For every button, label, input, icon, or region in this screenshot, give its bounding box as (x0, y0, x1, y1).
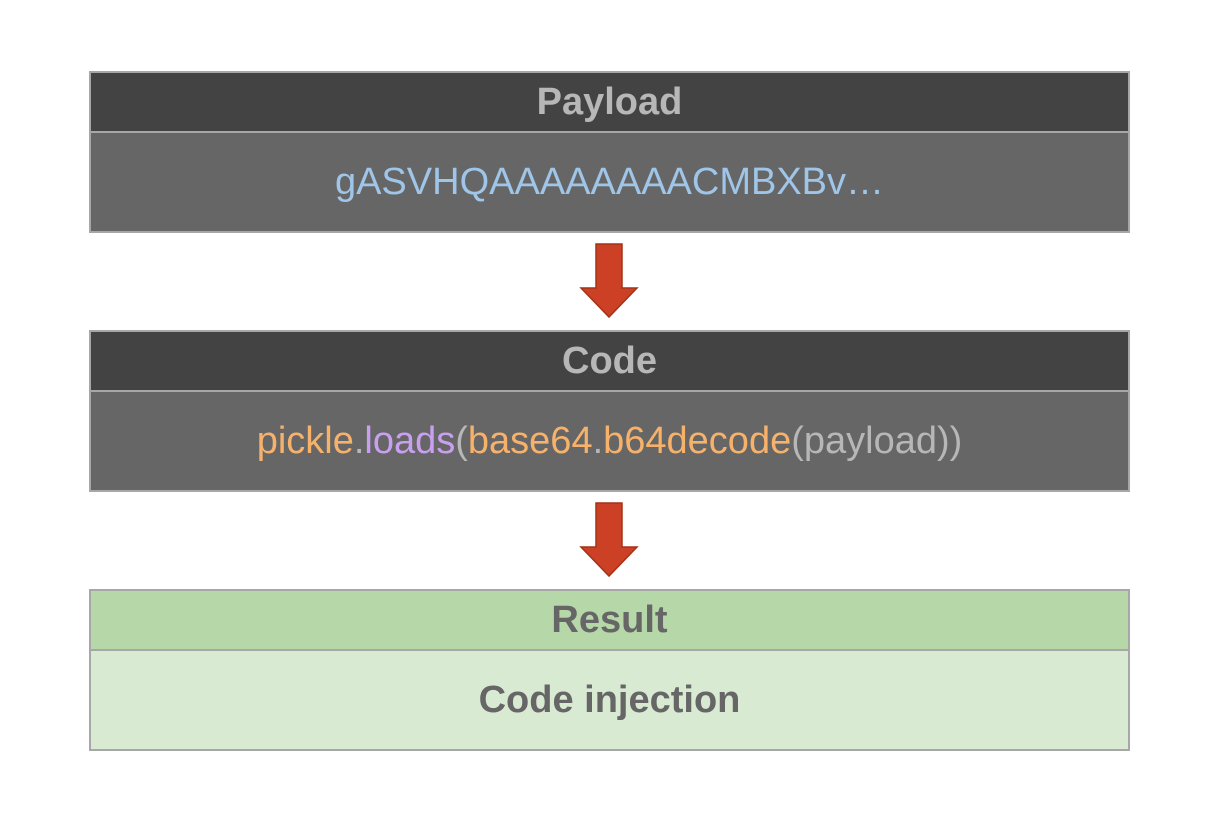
payload-header: Payload (89, 71, 1130, 133)
payload-body: gASVHQAAAAAAAACMBXBv… (89, 131, 1130, 233)
payload-title: Payload (536, 80, 683, 123)
result-value: Code injection (478, 678, 741, 721)
code-token-dot: . (592, 419, 604, 462)
arrow-down-icon (579, 502, 639, 578)
result-header: Result (89, 589, 1130, 651)
code-token-dot: . (353, 419, 365, 462)
code-token-paren-open: ( (791, 419, 804, 462)
code-token-arg-payload: payload (803, 419, 937, 462)
code-token-module-base64: base64 (467, 419, 593, 462)
payload-value: gASVHQAAAAAAAACMBXBv… (334, 160, 885, 203)
code-block: Code pickle.loads(base64.b64decode(paylo… (89, 330, 1130, 492)
code-body: pickle.loads(base64.b64decode(payload)) (89, 390, 1130, 492)
code-title: Code (562, 339, 657, 382)
code-token-module-pickle: pickle (256, 419, 354, 462)
code-token-paren-close: )) (937, 419, 963, 462)
code-token-function-b64decode: b64decode (603, 419, 792, 462)
code-token-function-loads: loads (364, 419, 456, 462)
code-header: Code (89, 330, 1130, 392)
result-block: Result Code injection (89, 589, 1130, 751)
payload-block: Payload gASVHQAAAAAAAACMBXBv… (89, 71, 1130, 233)
result-body: Code injection (89, 649, 1130, 751)
code-snippet: pickle.loads(base64.b64decode(payload)) (257, 420, 963, 463)
result-title: Result (551, 598, 668, 641)
code-token-paren-open: ( (455, 419, 468, 462)
arrow-down-icon (579, 243, 639, 319)
